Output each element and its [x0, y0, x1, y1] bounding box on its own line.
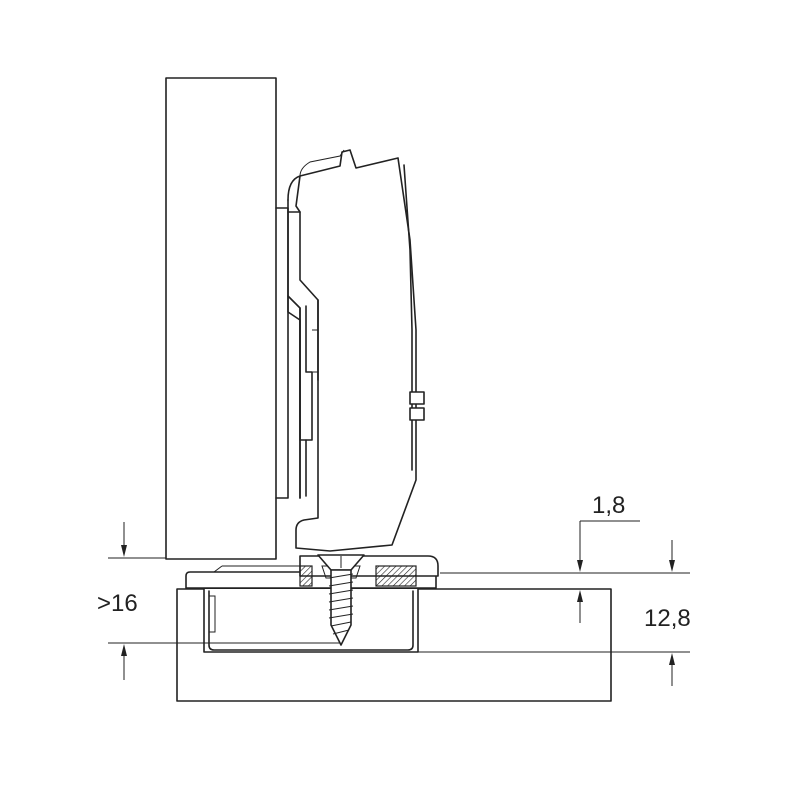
arrow-down-icon [669, 560, 675, 572]
dimension-label-thickness: 1,8 [592, 492, 625, 519]
dimension-overlay: >16 [97, 522, 340, 680]
hinge-cup [203, 589, 419, 653]
dimension-label-overlay: >16 [97, 590, 138, 617]
mounting-plate [185, 555, 439, 589]
door-panel [165, 77, 277, 560]
dimension-thickness: 1,8 [440, 492, 690, 623]
screw [317, 554, 365, 646]
arrow-down-icon [121, 545, 127, 557]
arrow-up-icon [577, 590, 583, 602]
arrow-down-icon [577, 560, 583, 572]
hinge-arm [275, 149, 425, 552]
dimension-height: 12,8 [418, 540, 691, 686]
arrow-up-icon [669, 653, 675, 665]
arrow-up-icon [121, 644, 127, 656]
dimension-label-height: 12,8 [644, 605, 691, 632]
